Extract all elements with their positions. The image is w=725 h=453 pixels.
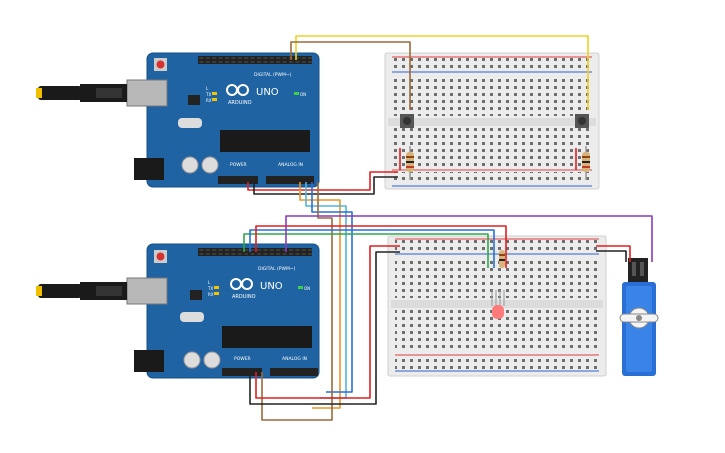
rx-label: RX [208,292,214,297]
wire-red-bottom[interactable] [255,245,400,399]
digital-header-pins [198,249,312,255]
analog-label: ANALOG IN [278,162,303,168]
barrel-jack-icon [134,158,164,180]
reset-button-icon[interactable] [154,58,167,71]
board-model: UNO [260,281,283,292]
power-header [222,368,262,376]
atmega-chip [222,326,312,348]
wire-green[interactable] [243,233,489,268]
arduino-uno-1[interactable]: ARDUINO UNO DIGITAL (PWM~) POWER ANALOG … [36,52,320,188]
resistor-2[interactable] [582,146,590,180]
board-model: UNO [256,87,279,98]
digital-label: DIGITAL (PWM~) [258,266,296,272]
rx-label: RX [206,98,212,103]
wire-black-bottom[interactable] [249,251,400,405]
on-label: ON [304,286,310,291]
usb-connector-icon [36,79,168,107]
resistor-3[interactable] [499,250,505,268]
wires [243,35,653,421]
atmega-chip [220,130,310,152]
power-label: POWER [234,356,251,362]
l-label: L [206,86,209,91]
reset-button-icon[interactable] [154,250,167,263]
tx-label: TX [207,286,213,291]
wire-red-servo[interactable] [596,245,631,262]
digital-header-pins [198,57,312,63]
wire-black-servo[interactable] [596,250,627,262]
wire-black-top[interactable] [253,176,398,195]
pushbutton-2[interactable] [575,114,589,128]
wire-orange-link[interactable] [299,182,341,409]
wire-blue[interactable] [249,229,495,268]
power-header [218,176,258,184]
on-label: ON [300,92,306,97]
arduino-uno-2[interactable]: ARDUINO UNO DIGITAL (PWM~) POWER ANALOG … [36,243,320,379]
breadboard-top[interactable] [384,52,600,190]
usb-connector-icon [36,277,168,305]
wire-purple[interactable] [285,215,653,262]
arduino-logo-icon [230,278,253,290]
power-label: POWER [230,162,247,168]
analog-label: ANALOG IN [282,356,307,362]
rgb-led[interactable] [491,290,505,319]
wire-blue-link[interactable] [311,182,353,393]
analog-header [270,368,318,376]
wire-red-led[interactable] [255,225,507,268]
pushbutton-1[interactable] [400,114,414,128]
servo-motor[interactable] [619,258,659,376]
wire-brown-link[interactable] [261,182,333,421]
wire-red-top[interactable] [247,171,398,191]
l-label: L [208,280,211,285]
digital-label: DIGITAL (PWM~) [254,72,292,78]
board-brand: ARDUINO [228,100,252,106]
wire-brown[interactable] [290,41,411,110]
resistor-1[interactable] [406,146,414,180]
barrel-jack-icon [134,350,164,372]
arduino-logo-icon [226,84,249,96]
wire-yellow[interactable] [295,35,589,110]
analog-header [266,176,314,184]
board-brand: ARDUINO [232,294,256,300]
tx-label: TX [205,92,211,97]
